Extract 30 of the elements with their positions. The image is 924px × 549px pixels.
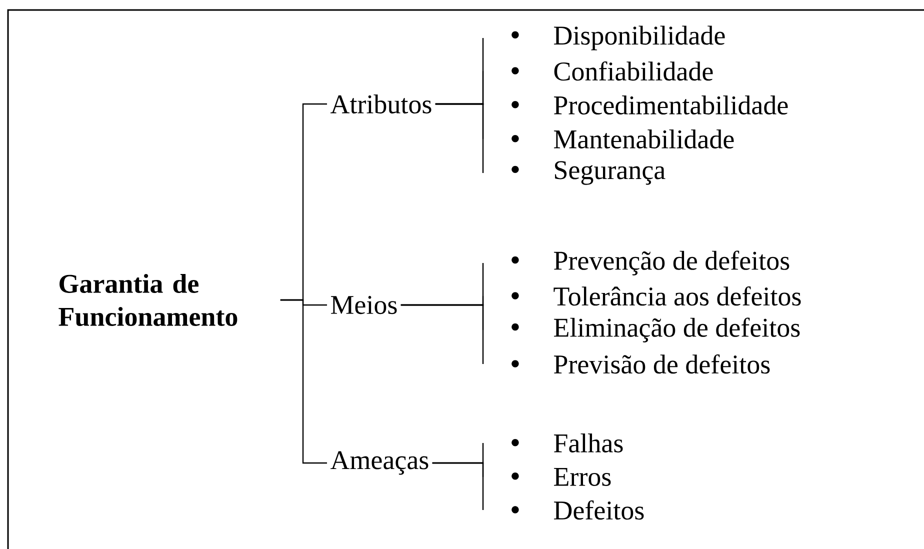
node-label: Disponibilidade xyxy=(554,26,725,50)
list-item: Confiabilidade xyxy=(512,61,713,81)
bracket-line xyxy=(280,299,327,464)
list-item: Tolerância aos defeitos xyxy=(512,286,801,306)
node-label: Procedimentabilidade xyxy=(554,95,788,114)
node-label: Falhas xyxy=(554,433,623,452)
list-item: Erros xyxy=(512,468,611,486)
node-label: Mantenabilidade xyxy=(554,129,734,148)
list-item: Disponibilidade xyxy=(512,26,725,50)
list-item: Segurança xyxy=(512,161,666,185)
category-label: Atributos xyxy=(330,94,432,114)
root-label: Garantia de Funcionamento xyxy=(58,274,238,326)
node-label: Confiabilidade xyxy=(554,61,713,81)
list-item: Mantenabilidade xyxy=(512,130,734,148)
list-item: Falhas xyxy=(512,433,623,452)
list-item: Prevenção de defeitos xyxy=(512,250,790,276)
bracket-line xyxy=(432,462,484,510)
list-item: Procedimentabilidade xyxy=(512,96,788,114)
node-label: Previsão de defeitos xyxy=(554,354,770,374)
node-label: Segurança xyxy=(555,161,666,185)
node-label: Defeitos xyxy=(554,500,644,520)
list-item: Previsão de defeitos xyxy=(512,354,770,374)
category-label: Ameaças xyxy=(330,451,428,475)
bracket-line xyxy=(400,304,484,364)
category-label: Meios xyxy=(331,296,397,314)
bracket-line xyxy=(435,103,484,173)
node-label: Prevenção de defeitos xyxy=(554,250,790,276)
node-label: Erros xyxy=(554,468,611,486)
list-item: Defeitos xyxy=(512,500,644,520)
list-item: Eliminação de defeitos xyxy=(512,318,800,342)
